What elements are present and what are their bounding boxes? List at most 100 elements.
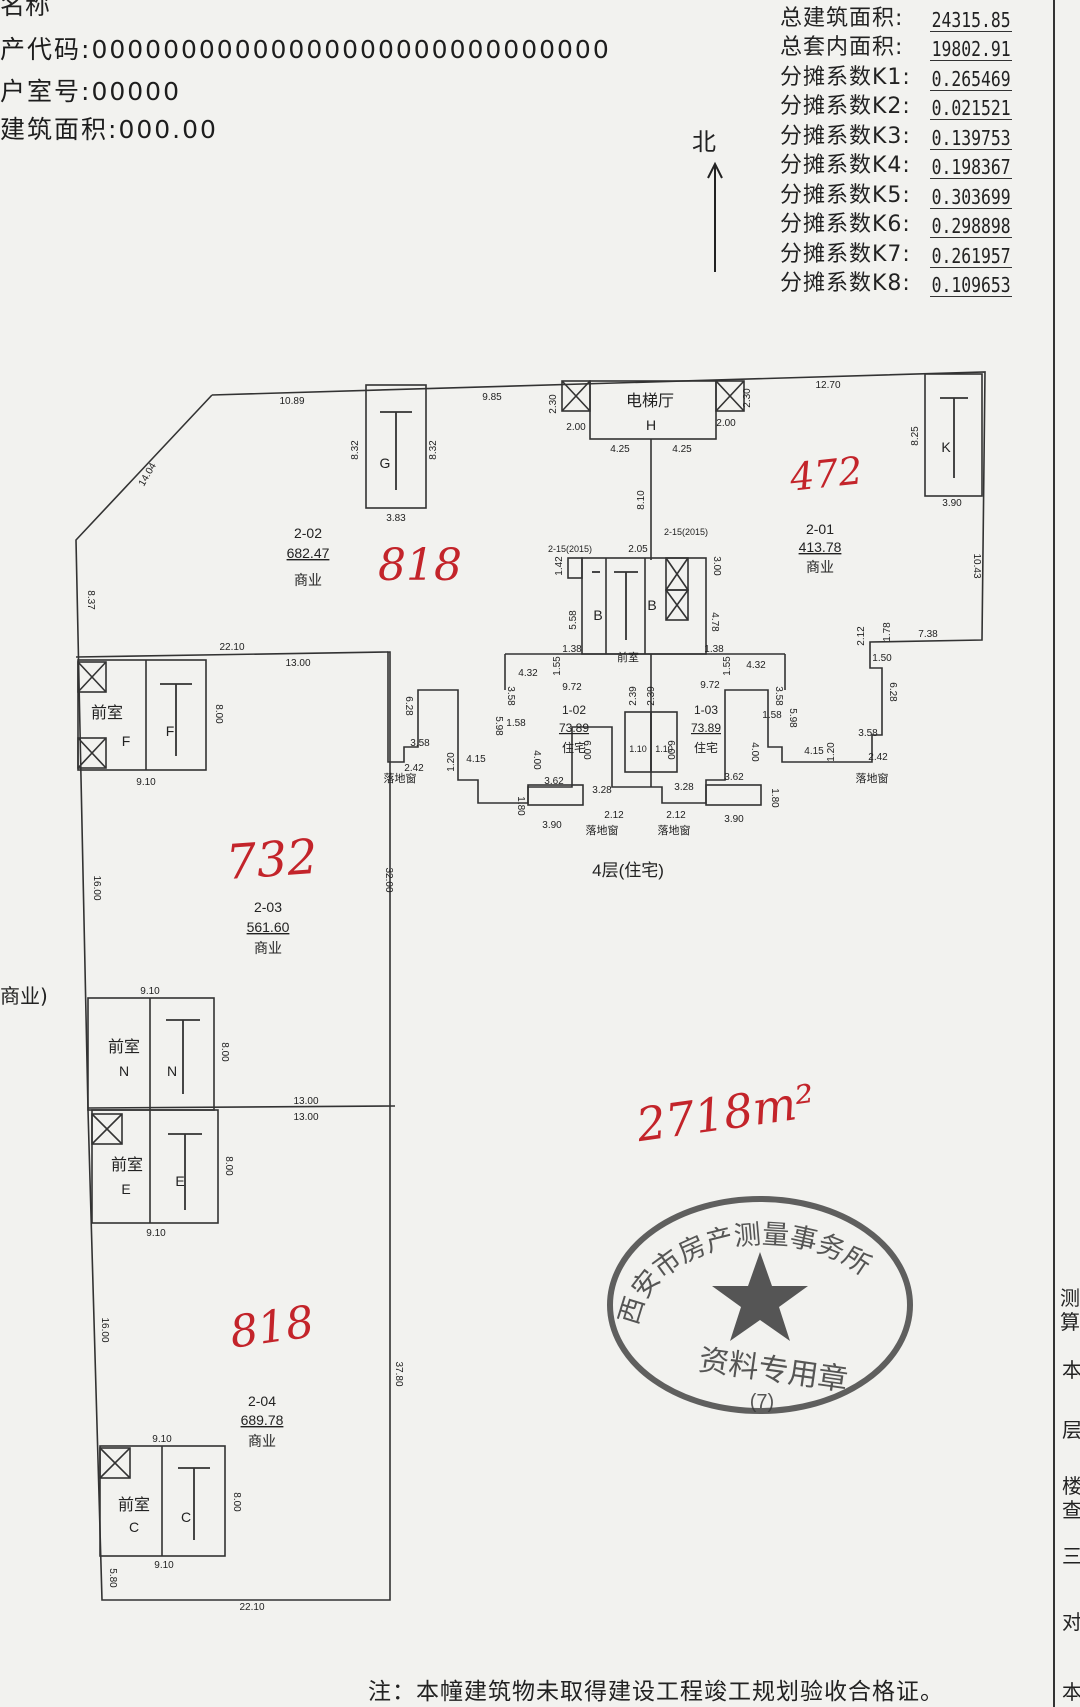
dim-label: 9.72 bbox=[562, 682, 582, 693]
vestibule-label: 前室 bbox=[118, 1496, 150, 1514]
room-use: 商业 bbox=[248, 1433, 276, 1449]
north-label: 北 bbox=[692, 128, 716, 156]
dim-label: 9.85 bbox=[482, 392, 502, 403]
room-area: 73.89 bbox=[691, 721, 721, 735]
dim-label: 16.00 bbox=[99, 1317, 110, 1342]
dim-label: 2.30 bbox=[742, 388, 753, 408]
dim-label: 22.10 bbox=[219, 642, 244, 653]
dim-label: 3.58 bbox=[505, 686, 516, 706]
dim-label: 4.15 bbox=[466, 754, 486, 765]
handwritten-note: 818 bbox=[378, 540, 462, 591]
dim-label: 9.10 bbox=[152, 1434, 172, 1445]
stair-letter: K bbox=[941, 439, 951, 455]
stat-label: 分摊系数K1: bbox=[780, 64, 911, 90]
stat-value: 0.198367 bbox=[929, 155, 1012, 179]
elevator-box-left bbox=[561, 380, 591, 412]
dim-label: 2.42 bbox=[404, 763, 424, 774]
dim-label: 9.10 bbox=[146, 1228, 166, 1239]
area-stats-panel: 总建筑面积:24315.85 总套内面积:19802.91 分摊系数K1:0.2… bbox=[780, 2, 1030, 297]
room-id: 2-04 bbox=[248, 1393, 276, 1409]
vestibule-label: 前室 bbox=[91, 704, 123, 722]
stat-row: 总建筑面积:24315.85 bbox=[780, 2, 1030, 32]
dim-label: 5.58 bbox=[568, 610, 579, 630]
right-border-line bbox=[1053, 0, 1055, 1707]
room-labels: 2-01 413.78 商业 2-02 682.47 商业 2-03 561.6… bbox=[241, 392, 842, 1449]
dim-label: 5.98 bbox=[787, 708, 798, 728]
stat-row: 分摊系数K7:0.261957 bbox=[780, 238, 1030, 268]
dim-label: 1.20 bbox=[826, 742, 837, 762]
window-label: 落地窗 bbox=[856, 771, 889, 785]
dim-label: 2.39 bbox=[628, 686, 639, 706]
right-cut-char: 算 bbox=[1060, 1310, 1080, 1334]
dim-label: 12.70 bbox=[815, 380, 840, 391]
stair-letter: B bbox=[647, 597, 656, 613]
stat-row: 分摊系数K6:0.298898 bbox=[780, 209, 1030, 238]
room-area: 682.47 bbox=[287, 545, 330, 561]
dim-label: 2-15(2015) bbox=[548, 544, 592, 554]
dim-label: 9.10 bbox=[136, 777, 156, 788]
stat-value: 19802.91 bbox=[929, 37, 1012, 61]
stat-value: 24315.85 bbox=[929, 7, 1012, 32]
stat-label: 分摊系数K8: bbox=[780, 271, 911, 296]
dim-label: 3.62 bbox=[724, 772, 744, 783]
dim-label: 8.00 bbox=[223, 1156, 234, 1176]
stat-label: 分摊系数K3: bbox=[780, 123, 911, 149]
dim-label: 2.42 bbox=[868, 752, 888, 763]
left-cut-label: 商业) bbox=[0, 984, 48, 1008]
stair-n bbox=[87, 997, 215, 1111]
stat-label: 分摊系数K2: bbox=[780, 94, 911, 119]
stair-letter: E bbox=[175, 1173, 184, 1189]
stat-row: 分摊系数K3: 0.139753 bbox=[780, 120, 1030, 150]
elevator-hall-label: 电梯厅 bbox=[626, 392, 674, 410]
dim-label: 1.55 bbox=[552, 656, 563, 676]
right-cut-char: 本 bbox=[1062, 1358, 1080, 1382]
vestibule-label: 前室 bbox=[111, 1156, 143, 1174]
stat-value: 0.021521 bbox=[929, 96, 1012, 120]
window-label: 落地窗 bbox=[384, 771, 417, 785]
room-use: 商业 bbox=[254, 940, 282, 956]
dim-label: 10.89 bbox=[279, 396, 304, 407]
dim-label: 3.58 bbox=[858, 728, 878, 739]
room-area: 561.60 bbox=[247, 919, 290, 935]
stat-row: 分摊系数K8:0.109653 bbox=[780, 268, 1030, 297]
room-area: 73.89 bbox=[559, 721, 589, 735]
property-code-label: 产代码 bbox=[0, 35, 82, 64]
room-id: 1-03 bbox=[694, 703, 718, 717]
stair-letter: B bbox=[593, 607, 602, 623]
dim-label: 16.00 bbox=[91, 875, 102, 900]
dim-label: 1.50 bbox=[872, 653, 892, 664]
stair-letter: G bbox=[380, 455, 391, 471]
vestibule-letter: N bbox=[119, 1063, 129, 1079]
dim-label: 1.58 bbox=[506, 718, 526, 729]
dim-label: 3.83 bbox=[386, 513, 406, 524]
stair-labels: G K F N E C B B 前室 F 前室 N 前室 E 前室 C 前室 落… bbox=[91, 439, 951, 1535]
stat-label: 分摊系数K7: bbox=[780, 241, 911, 267]
header-top-label: 名称 bbox=[0, 0, 50, 22]
room-number-value: 00000 bbox=[91, 77, 181, 106]
stat-row: 分摊系数K2: 0.021521 bbox=[780, 91, 1030, 120]
room-number-row: 户室号:00000 bbox=[0, 72, 181, 108]
room-area: 689.78 bbox=[241, 1412, 284, 1428]
dim-label: 1.58 bbox=[762, 710, 782, 721]
dim-label: 13.00 bbox=[293, 1112, 318, 1123]
dim-label: 2.12 bbox=[604, 810, 624, 821]
dim-label: 6.00 bbox=[581, 740, 592, 760]
dim-label: 1.10 bbox=[655, 744, 673, 754]
dim-label: 22.10 bbox=[239, 1602, 264, 1613]
stat-value: 0.139753 bbox=[929, 125, 1012, 150]
stat-row: 分摊系数K1:0.265469 bbox=[780, 61, 1030, 91]
vestibule-label: 前室 bbox=[617, 650, 639, 664]
property-code-value: 00000000000000000000000000000 bbox=[91, 35, 611, 64]
room-id: 2-03 bbox=[254, 899, 282, 915]
dim-label: 6.28 bbox=[403, 696, 414, 716]
dim-label: 3.58 bbox=[410, 738, 430, 749]
dim-label: 2.39 bbox=[646, 686, 657, 706]
dim-label: 2.12 bbox=[856, 626, 867, 646]
window-label: 落地窗 bbox=[658, 823, 691, 837]
dim-label: 8.00 bbox=[219, 1042, 230, 1062]
dim-label: 9.72 bbox=[700, 680, 720, 691]
building-area-value: 000.00 bbox=[118, 115, 218, 144]
dim-label: 1.78 bbox=[882, 622, 893, 642]
stat-value: 0.298898 bbox=[929, 214, 1012, 238]
room-use: 住宅 bbox=[562, 740, 586, 755]
